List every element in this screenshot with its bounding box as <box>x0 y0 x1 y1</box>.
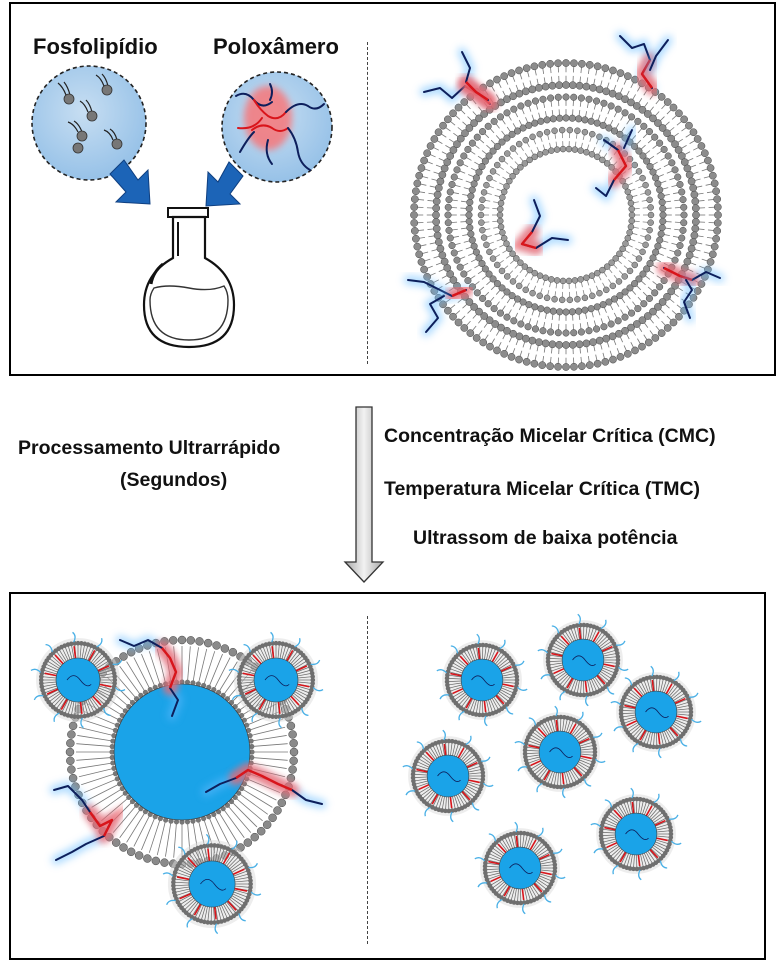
phospholipid-label: Fosfolipídio <box>33 34 158 59</box>
hybrid-micelles <box>402 613 702 915</box>
flask-icon <box>142 207 236 349</box>
poloxamer-bubble <box>221 71 333 183</box>
arrow-to-flask-right <box>205 161 244 207</box>
hybrid-aggregate <box>30 631 327 935</box>
process-title: Processamento Ultrarrápido <box>18 437 281 459</box>
bottom-divider <box>367 616 368 944</box>
condition-ultrasound: Ultrassom de baixa potência <box>413 527 678 549</box>
arrow-to-flask-left <box>109 159 151 205</box>
phospholipid-bubble <box>31 65 147 181</box>
condition-tmc: Temperatura Micelar Crítica (TMC) <box>384 478 701 500</box>
process-duration: (Segundos) <box>120 469 228 491</box>
condition-cmc: Concentração Micelar Crítica (CMC) <box>384 425 716 447</box>
process-arrow <box>343 406 385 583</box>
top-divider <box>367 42 368 364</box>
poloxamer-label: Poloxâmero <box>213 34 339 59</box>
multilamellar-vesicle <box>403 31 725 371</box>
